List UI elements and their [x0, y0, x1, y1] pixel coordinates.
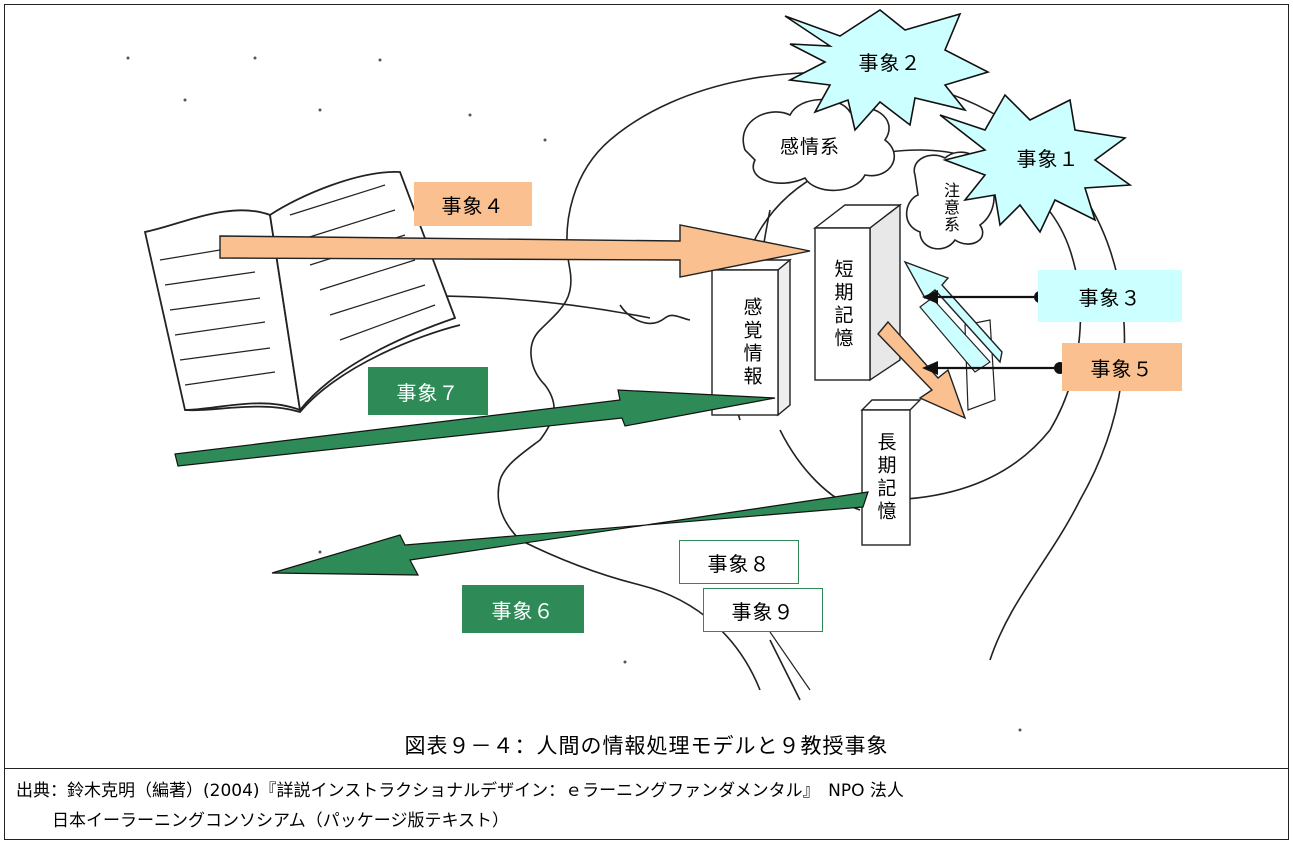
event7-arrow: [174, 389, 776, 467]
attention-cloud: [905, 151, 995, 250]
eye-shape: [619, 304, 691, 324]
event3-label: 事象３: [1038, 270, 1182, 322]
event3-arrow: [903, 260, 1003, 364]
source-line-1: 出典：鈴木克明（編著）(2004)『詳説インストラクショナルデザイン：ｅラーニン…: [16, 781, 904, 801]
source-divider: [4, 768, 1289, 769]
outer-border: [4, 4, 1289, 840]
short-term-label: 短期記憶: [831, 258, 854, 351]
event9-pointer: [769, 631, 811, 691]
attention-label: 注意系: [941, 181, 960, 233]
event4-arrow: [219, 224, 811, 278]
neck-line: [769, 639, 801, 701]
sensory-box: [710, 258, 792, 417]
event6-arrow: [271, 491, 869, 576]
event2-label: 事象２: [858, 50, 922, 75]
short-term-box: [812, 203, 903, 382]
event7-label: 事象７: [368, 367, 488, 415]
long-term-box: [860, 399, 922, 546]
event1-label: 事象１: [1016, 146, 1080, 171]
figure-caption: 図表９－４：人間の情報処理モデルと９教授事象: [404, 734, 889, 758]
event4-label: 事象４: [414, 182, 532, 226]
sensory-label: 感覚情報: [740, 296, 763, 389]
event1-starburst: [939, 93, 1133, 234]
speckle-dots: [126, 56, 1022, 732]
event9-label: 事象９: [703, 588, 823, 632]
emotion-label: 感情系: [779, 135, 840, 158]
event5-label: 事象５: [1062, 343, 1182, 391]
source-citation: 出典：鈴木克明（編著）(2004)『詳説インストラクショナルデザイン：ｅラーニン…: [16, 776, 1278, 836]
event8-label: 事象８: [679, 540, 799, 584]
event5-arrow: [877, 320, 967, 420]
book-icon: [143, 171, 461, 414]
event2-starburst: [784, 9, 991, 132]
long-term-label: 長期記憶: [874, 431, 897, 524]
source-line-2: 日本イーラーニングコンソシアム（パッケージ版テキスト）: [52, 811, 509, 831]
event6-label: 事象６: [462, 585, 584, 633]
